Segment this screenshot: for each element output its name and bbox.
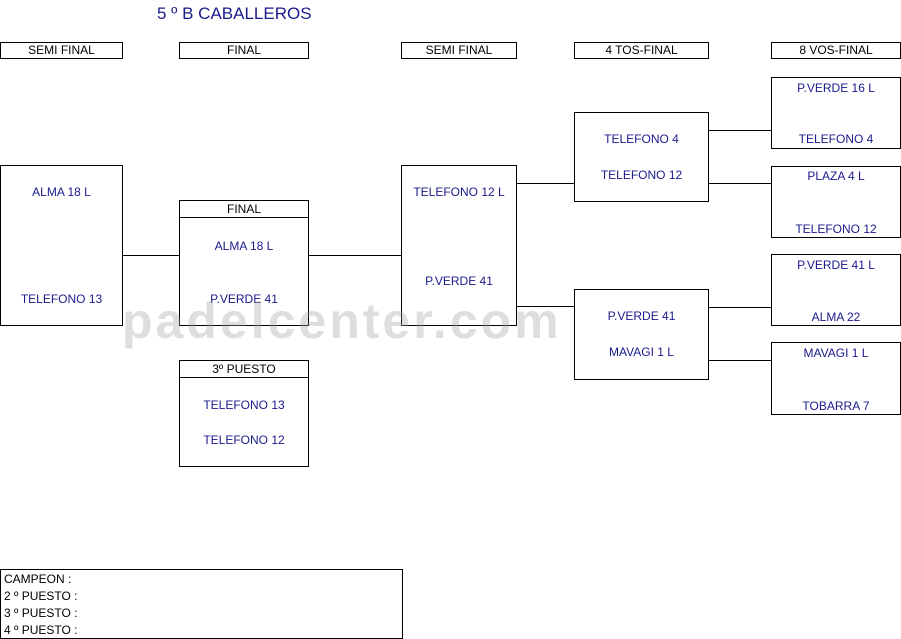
team-top: MAVAGI 1 L: [803, 346, 869, 360]
connector-semi-right-quarter-2: [516, 306, 575, 307]
connector-semi-right-quarter-1: [516, 183, 575, 184]
match-quarter-final-1: TELEFONO 4 TELEFONO 12: [574, 112, 709, 202]
header-quarter-final: 4 TOS-FINAL: [574, 42, 709, 59]
team-bottom: TELEFONO 12: [203, 433, 285, 447]
standing-third: 3 º PUESTO :: [4, 606, 78, 620]
team-bottom: P.VERDE 41: [210, 292, 278, 306]
connector-final-semi-right: [308, 255, 402, 256]
match-eighth-final-3: P.VERDE 41 L ALMA 22: [771, 254, 901, 326]
final-standings: CAMPEON : 2 º PUESTO : 3 º PUESTO : 4 º …: [0, 569, 403, 639]
team-top: ALMA 18 L: [214, 239, 274, 253]
match-third-place: 3º PUESTO TELEFONO 13 TELEFONO 12: [179, 360, 309, 467]
watermark: padelcenter.com: [122, 293, 562, 349]
match-eighth-final-2: PLAZA 4 L TELEFONO 12: [771, 166, 901, 238]
connector-quarter-2-eighth-4: [708, 360, 772, 361]
match-eighth-final-1: P.VERDE 16 L TELEFONO 4: [771, 77, 901, 149]
match-final: FINAL ALMA 18 L P.VERDE 41: [179, 200, 309, 326]
team-top: P.VERDE 41: [607, 309, 676, 323]
connector-quarter-1-eighth-2: [708, 183, 772, 184]
match-eighth-final-4: MAVAGI 1 L TOBARRA 7: [771, 342, 901, 415]
connector-quarter-2-eighth-3: [708, 307, 772, 308]
team-top: ALMA 18 L: [32, 185, 91, 199]
team-bottom: TELEFONO 13: [20, 292, 103, 306]
team-top: TELEFONO 13: [203, 398, 285, 412]
team-bottom: TOBARRA 7: [802, 399, 870, 413]
team-bottom: TELEFONO 12: [795, 222, 877, 236]
match-semi-final-left: ALMA 18 L TELEFONO 13: [0, 165, 123, 326]
final-label: FINAL: [180, 201, 308, 218]
team-top: P.VERDE 16 L: [797, 81, 875, 95]
connector-semi-left-final: [122, 255, 180, 256]
standing-fourth: 4 º PUESTO :: [4, 623, 78, 637]
header-semi-final-left: SEMI FINAL: [0, 42, 123, 59]
page-title: 5 º B CABALLEROS: [157, 4, 312, 23]
team-top: P.VERDE 41 L: [797, 258, 875, 272]
team-bottom: TELEFONO 12: [600, 168, 683, 182]
team-bottom: MAVAGI 1 L: [609, 345, 674, 359]
team-top: TELEFONO 4: [604, 132, 679, 146]
connector-quarter-1-eighth-1: [708, 130, 772, 131]
team-bottom: ALMA 22: [811, 310, 861, 324]
header-eighth-final: 8 VOS-FINAL: [771, 42, 901, 59]
header-final: FINAL: [179, 42, 309, 59]
header-semi-final-right: SEMI FINAL: [401, 42, 517, 59]
team-top: TELEFONO 12 L: [413, 185, 505, 199]
match-quarter-final-2: P.VERDE 41 MAVAGI 1 L: [574, 289, 709, 380]
team-bottom: P.VERDE 41: [425, 274, 493, 288]
standing-champion: CAMPEON :: [4, 572, 72, 586]
team-bottom: TELEFONO 4: [798, 132, 874, 146]
team-top: PLAZA 4 L: [807, 169, 865, 183]
standing-second: 2 º PUESTO :: [4, 589, 78, 603]
match-semi-final-right: TELEFONO 12 L P.VERDE 41: [401, 165, 517, 326]
third-place-label: 3º PUESTO: [180, 361, 308, 378]
